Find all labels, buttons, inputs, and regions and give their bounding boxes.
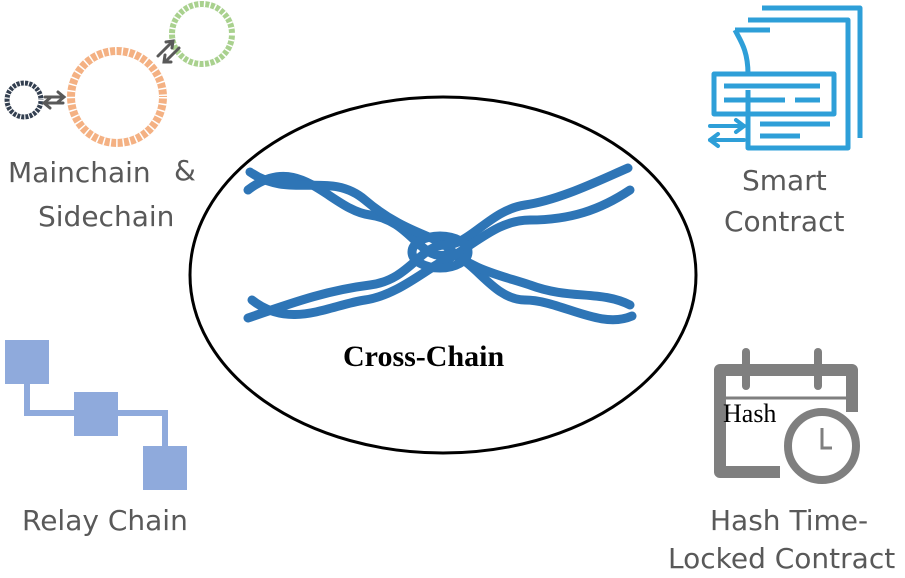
twisted-strands-icon bbox=[243, 163, 637, 325]
locked-contract-label: Locked Contract bbox=[668, 542, 896, 575]
contract-label: Contract bbox=[724, 205, 845, 238]
relay-chain-label: Relay Chain bbox=[22, 504, 188, 537]
document-contract-icon bbox=[708, 5, 863, 151]
cross-chain-ellipse bbox=[188, 95, 698, 455]
ampersand-label: & bbox=[174, 154, 196, 187]
hash-time-label: Hash Time- bbox=[710, 504, 869, 537]
smart-label: Smart bbox=[742, 164, 827, 197]
mainchain-label: Mainchain bbox=[8, 156, 151, 189]
relay-blocks-icon bbox=[5, 340, 187, 490]
hash-icon-text: Hash bbox=[723, 399, 777, 428]
cross-chain-title: Cross-Chain bbox=[343, 340, 505, 373]
mainchain-sidechain-icon bbox=[4, 1, 235, 147]
calendar-clock-icon bbox=[714, 348, 860, 484]
sidechain-label: Sidechain bbox=[38, 200, 175, 233]
